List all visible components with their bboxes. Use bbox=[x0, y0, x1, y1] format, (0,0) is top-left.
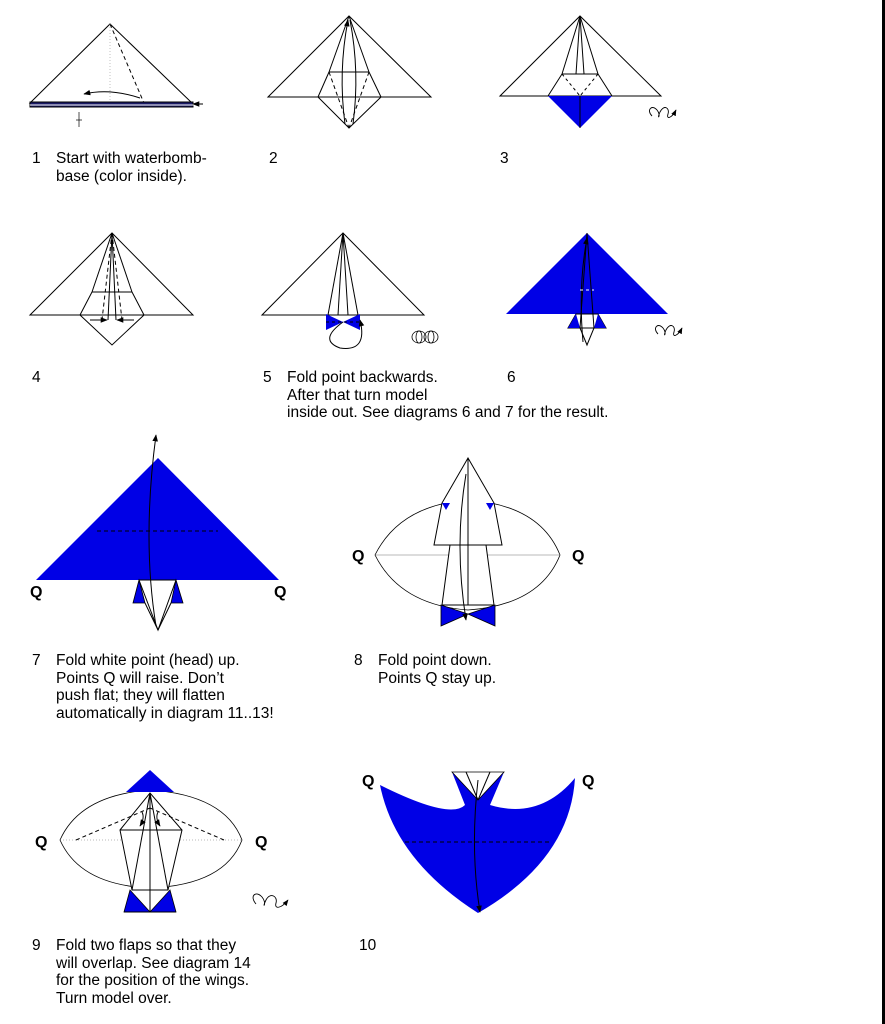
point-q-label: Q bbox=[30, 584, 43, 601]
point-q-label: Q bbox=[582, 773, 595, 790]
step-5-line-1: Fold point backwards. bbox=[287, 369, 438, 386]
turn-over-icon bbox=[252, 893, 289, 908]
step-9-line-1: Fold two flaps so that they bbox=[56, 937, 237, 954]
diagram-8 bbox=[374, 457, 561, 627]
point-q-label: Q bbox=[572, 548, 585, 565]
step-8-line-1: Fold point down. bbox=[378, 652, 492, 669]
diagram-3 bbox=[498, 15, 663, 128]
diagram-10 bbox=[380, 771, 575, 913]
diagram-9 bbox=[59, 770, 243, 913]
step-5-line-3: inside out. See diagrams 6 and 7 for the… bbox=[287, 404, 609, 421]
step-8-line-2: Points Q stay up. bbox=[378, 669, 497, 687]
step-1-line-2: base (color inside). bbox=[56, 167, 187, 185]
point-q-label: Q bbox=[274, 584, 287, 601]
inside-out-icon bbox=[411, 330, 439, 344]
step-5-line-2: After that turn model bbox=[287, 386, 428, 404]
diagram-6 bbox=[506, 232, 668, 347]
turn-over-icon bbox=[655, 325, 683, 336]
page-edge bbox=[882, 0, 885, 1024]
diagram-2 bbox=[266, 15, 433, 129]
step-7-line-2: Points Q will raise. Don’t bbox=[56, 669, 224, 687]
point-q-label: Q bbox=[352, 548, 365, 565]
diagram-1 bbox=[28, 23, 203, 127]
diagram-5 bbox=[260, 232, 426, 349]
step-9-line-4: Turn model over. bbox=[56, 989, 172, 1007]
diagram-4 bbox=[28, 232, 195, 346]
turn-over-icon bbox=[649, 107, 677, 118]
step-7-line-3: push flat; they will flatten bbox=[56, 687, 225, 704]
step-9-line-3: for the position of the wings. bbox=[56, 972, 250, 989]
point-q-label: Q bbox=[362, 773, 375, 790]
step-7-line-1: Fold white point (head) up. bbox=[56, 652, 240, 669]
point-q-label: Q bbox=[255, 834, 268, 851]
step-9-line-2: will overlap. See diagram 14 bbox=[56, 954, 251, 972]
step-7-line-4: automatically in diagram 11..13! bbox=[56, 704, 274, 722]
step-1-line-1: Start with waterbomb- bbox=[56, 150, 207, 167]
point-q-label: Q bbox=[35, 834, 48, 851]
diagram-7 bbox=[36, 434, 279, 632]
